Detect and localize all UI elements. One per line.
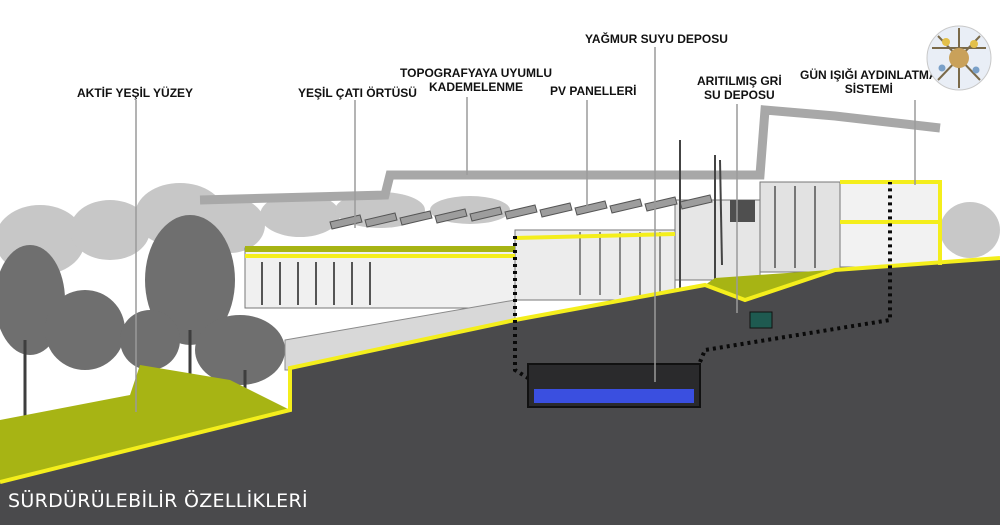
label-daylighting-system: GÜN IŞIĞI AYDINLATMA SİSTEMİ [800, 68, 938, 96]
masts [679, 140, 723, 290]
footer-title: SÜRDÜRÜLEBİLİR ÖZELLİKLERİ [8, 490, 308, 512]
active-green-surface [0, 365, 290, 482]
label-daylighting-system-line2: SİSTEMİ [844, 82, 893, 96]
label-topographic-terracing: TOPOGRAFYAYA UYUMLU KADEMELENME [400, 66, 552, 94]
label-active-green-surface: AKTİF YEŞİL YÜZEY [77, 86, 194, 100]
label-grey-water-tank-line1: ARITILMIŞ GRİ [697, 74, 782, 88]
label-daylighting-system-line1: GÜN IŞIĞI AYDINLATMA [800, 68, 938, 82]
label-green-roof-cover: YEŞİL ÇATI ÖRTÜSÜ [298, 86, 417, 100]
grey-water-tank [749, 311, 773, 329]
label-grey-water-tank: ARITILMIŞ GRİ SU DEPOSU [697, 74, 782, 102]
pv-panel-row [329, 194, 713, 230]
leader-lines [135, 47, 916, 412]
label-grey-water-tank-line2: SU DEPOSU [703, 88, 775, 102]
rainwater-tank [527, 363, 701, 408]
label-pv-panels: PV PANELLERİ [550, 84, 637, 98]
topography-outline [199, 105, 941, 205]
green-roof-strip [245, 246, 515, 252]
foreground-trees [0, 215, 285, 385]
label-topographic-terracing-line2: KADEMELENME [429, 80, 524, 94]
highlight-lines [0, 180, 1000, 484]
sun-logo-icon [926, 25, 992, 91]
label-topographic-terracing-line1: TOPOGRAFYAYA UYUMLU [400, 66, 553, 80]
label-rainwater-tank: YAĞMUR SUYU DEPOSU [585, 32, 728, 46]
pipe-lines [513, 182, 892, 380]
